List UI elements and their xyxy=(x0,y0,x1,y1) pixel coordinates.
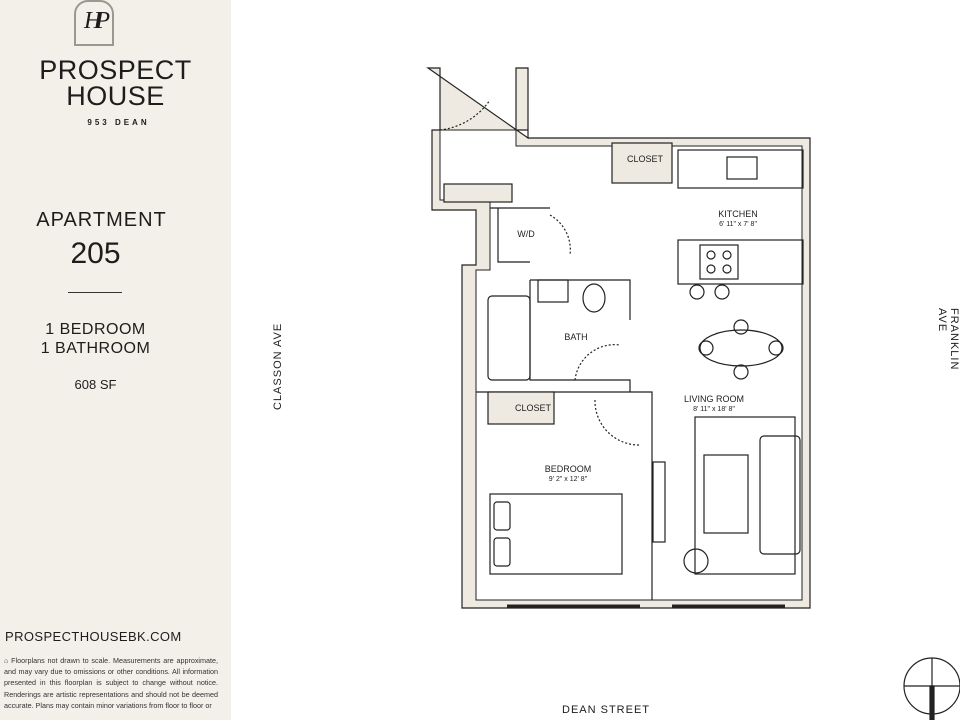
bedroom-dimensions: 9' 2" x 12' 8" xyxy=(549,476,588,483)
sofa-icon xyxy=(759,435,801,555)
square-footage: 608 SF xyxy=(74,377,117,392)
kitchen-counter-top xyxy=(677,149,804,189)
bath-sink-icon xyxy=(537,279,569,303)
bathtub-icon xyxy=(487,295,531,381)
brand-address: 953 DEAN xyxy=(87,118,150,127)
wd-walls xyxy=(490,207,550,263)
hall-shelf xyxy=(443,183,513,203)
closet-1 xyxy=(611,142,673,184)
sink-icon xyxy=(726,156,758,180)
kitchen-dimensions: 6' 11" x 7' 8" xyxy=(719,221,757,228)
living-room-dimensions: 8' 11" x 18' 8" xyxy=(693,406,735,413)
bathrooms: 1 BATHROOM xyxy=(40,340,151,357)
logo-monogram: HP xyxy=(84,8,110,34)
street-south: DEAN STREET xyxy=(562,704,651,716)
brand-name-1: PROSPECT xyxy=(39,55,192,85)
coffee-table-icon xyxy=(703,454,749,534)
website-link[interactable]: PROSPECTHOUSEBK.COM xyxy=(5,629,182,644)
bed-icon xyxy=(489,493,623,575)
home-icon: ⌂ xyxy=(4,656,12,665)
bedroom-label: BEDROOM xyxy=(545,464,592,474)
disclaimer-text: Floorplans not drawn to scale. Measureme… xyxy=(4,656,218,710)
wd-label: W/D xyxy=(517,229,535,239)
rug xyxy=(694,416,796,575)
armchair-icon xyxy=(683,548,709,574)
closet-2 xyxy=(487,391,555,425)
bath-label: BATH xyxy=(564,332,587,342)
kitchen-counter-bottom xyxy=(677,239,804,285)
apartment-number: 205 xyxy=(70,237,121,270)
dining-table-icon xyxy=(699,329,783,367)
brand-name-2: HOUSE xyxy=(66,81,165,111)
dresser-icon xyxy=(652,461,666,543)
door-swing xyxy=(439,99,491,131)
sidebar: HP PROSPECT HOUSE 953 DEAN APARTMENT 205… xyxy=(0,0,231,720)
stove-icon xyxy=(699,244,739,280)
apartment-label: APARTMENT xyxy=(36,209,167,231)
bedrooms: 1 BEDROOM xyxy=(45,321,146,338)
toilet-icon xyxy=(582,283,606,313)
disclaimer: ⌂ Floorplans not drawn to scale. Measure… xyxy=(4,655,218,711)
closet-label: CLOSET xyxy=(627,154,664,164)
closet-label-2: CLOSET xyxy=(515,403,552,413)
divider xyxy=(68,292,122,293)
living-room-label: LIVING ROOM xyxy=(684,394,744,404)
logo-mark: HP xyxy=(74,0,114,46)
kitchen-label: KITCHEN xyxy=(718,209,758,219)
